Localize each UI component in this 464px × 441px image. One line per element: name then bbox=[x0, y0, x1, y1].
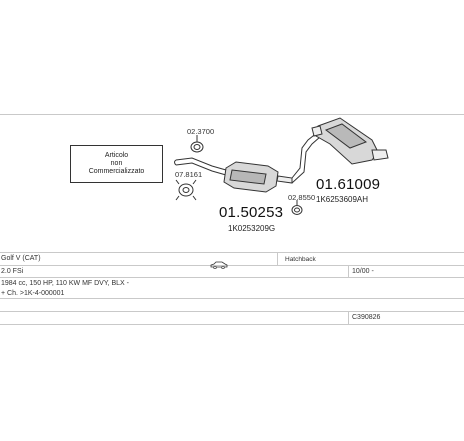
chassis-cell: + Ch. >1K-4-000001 bbox=[1, 290, 65, 297]
engine-specs-cell: 1984 cc, 150 HP, 110 KW MF DVY, BLX - bbox=[1, 280, 130, 287]
middle-silencer-drawing bbox=[223, 161, 293, 193]
rear-silencer-drawing bbox=[311, 117, 389, 165]
not-commercialized-note: Articolo non Commercializzato bbox=[70, 145, 163, 183]
table-row-line-4 bbox=[0, 311, 464, 312]
front-pipe-drawing bbox=[174, 157, 227, 176]
clamp-top-part-number: 02.3700 bbox=[187, 127, 215, 136]
engine-cell: 2.0 FSi bbox=[1, 268, 24, 275]
flange-part-number: 07.8161 bbox=[175, 170, 203, 179]
table-col-divider-1 bbox=[277, 252, 278, 265]
clamp-top-drawing bbox=[190, 135, 204, 153]
top-divider bbox=[0, 114, 464, 115]
model-cell: Golf V (CAT) bbox=[1, 255, 41, 262]
body-type-cell: Hatchback bbox=[285, 256, 316, 263]
rear-silencer-oem-number: 1K6253609AH bbox=[316, 195, 369, 204]
catalog-code-cell: C390826 bbox=[352, 314, 381, 321]
flange-drawing bbox=[175, 179, 197, 201]
note-line-2: non bbox=[110, 160, 123, 167]
production-date-cell: 10/00 - bbox=[352, 268, 374, 275]
table-top-line bbox=[0, 252, 464, 253]
rear-pipe-drawing bbox=[291, 131, 321, 184]
middle-silencer-oem-number: 1K0253209G bbox=[228, 224, 276, 233]
note-line-3: Commercializzato bbox=[88, 168, 145, 175]
clamp-right-drawing bbox=[291, 200, 303, 215]
middle-silencer-part-number: 01.50253 bbox=[219, 204, 284, 221]
table-col-divider-2 bbox=[348, 265, 349, 277]
table-row-line-5 bbox=[0, 324, 464, 325]
exhaust-system-drawing bbox=[174, 117, 389, 215]
car-hatchback-icon bbox=[210, 256, 228, 274]
table-row-line-1 bbox=[0, 265, 464, 266]
note-line-1: Articolo bbox=[104, 152, 129, 159]
table-row-line-2 bbox=[0, 277, 464, 278]
table-col-divider-3 bbox=[348, 311, 349, 324]
rear-silencer-part-number: 01.61009 bbox=[316, 176, 381, 193]
table-row-line-3 bbox=[0, 298, 464, 299]
clamp-right-part-number: 02.8550 bbox=[288, 193, 316, 202]
